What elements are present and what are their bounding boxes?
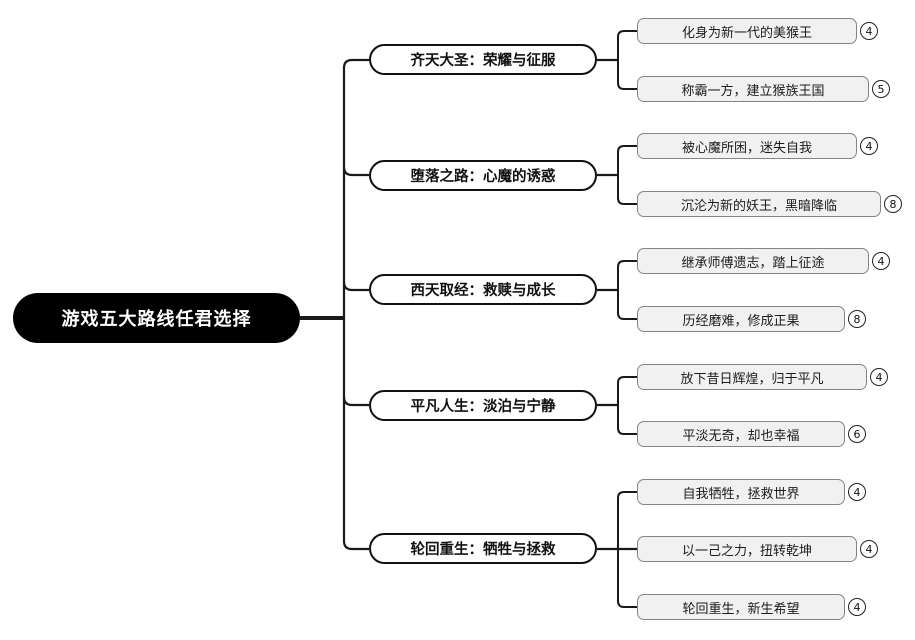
child-node[interactable]: 平淡无奇，却也幸福: [637, 421, 845, 447]
child-bracket: [617, 376, 637, 435]
trunk-connector: [342, 58, 369, 551]
child-node[interactable]: 化身为新一代的美猴王: [637, 18, 857, 44]
branch-stub: [342, 166, 369, 177]
child-node[interactable]: 自我牺牲，拯救世界: [637, 479, 845, 505]
count-badge: 4: [860, 137, 878, 155]
count-badge: 4: [860, 540, 878, 558]
child-node[interactable]: 轮回重生，新生希望: [637, 594, 845, 620]
count-badge: 6: [848, 425, 866, 443]
child-node[interactable]: 以一己之力，扭转乾坤: [637, 536, 857, 562]
child-node[interactable]: 放下昔日辉煌，归于平凡: [637, 364, 867, 390]
child-node[interactable]: 称霸一方，建立猴族王国: [637, 76, 869, 102]
count-badge: 4: [860, 22, 878, 40]
branch-stub: [342, 281, 369, 292]
count-badge: 8: [884, 195, 902, 213]
child-bracket: [617, 260, 637, 320]
child-node[interactable]: 历经磨难，修成正果: [637, 306, 845, 332]
branch-node-2[interactable]: 堕落之路：心魔的诱惑: [369, 160, 597, 191]
child-bracket: [617, 491, 637, 608]
count-badge: 4: [872, 252, 890, 270]
count-badge: 5: [872, 80, 890, 98]
branch-node-3[interactable]: 西天取经：救赎与成长: [369, 274, 597, 305]
child-node[interactable]: 被心魔所困，迷失自我: [637, 133, 857, 159]
branch-node-4[interactable]: 平凡人生：淡泊与宁静: [369, 390, 597, 421]
count-badge: 4: [848, 483, 866, 501]
count-badge: 4: [848, 598, 866, 616]
child-node[interactable]: 沉沦为新的妖王，黑暗降临: [637, 191, 881, 217]
count-badge: 8: [848, 310, 866, 328]
branch-node-5[interactable]: 轮回重生：牺牲与拯救: [369, 533, 597, 564]
root-node[interactable]: 游戏五大路线任君选择: [13, 293, 300, 343]
branch-node-1[interactable]: 齐天大圣：荣耀与征服: [369, 44, 597, 75]
count-badge: 4: [870, 368, 888, 386]
branch-stub: [342, 396, 369, 407]
child-bracket: [617, 145, 637, 205]
child-node[interactable]: 继承师傅遗志，踏上征途: [637, 248, 869, 274]
child-bracket: [617, 30, 637, 90]
